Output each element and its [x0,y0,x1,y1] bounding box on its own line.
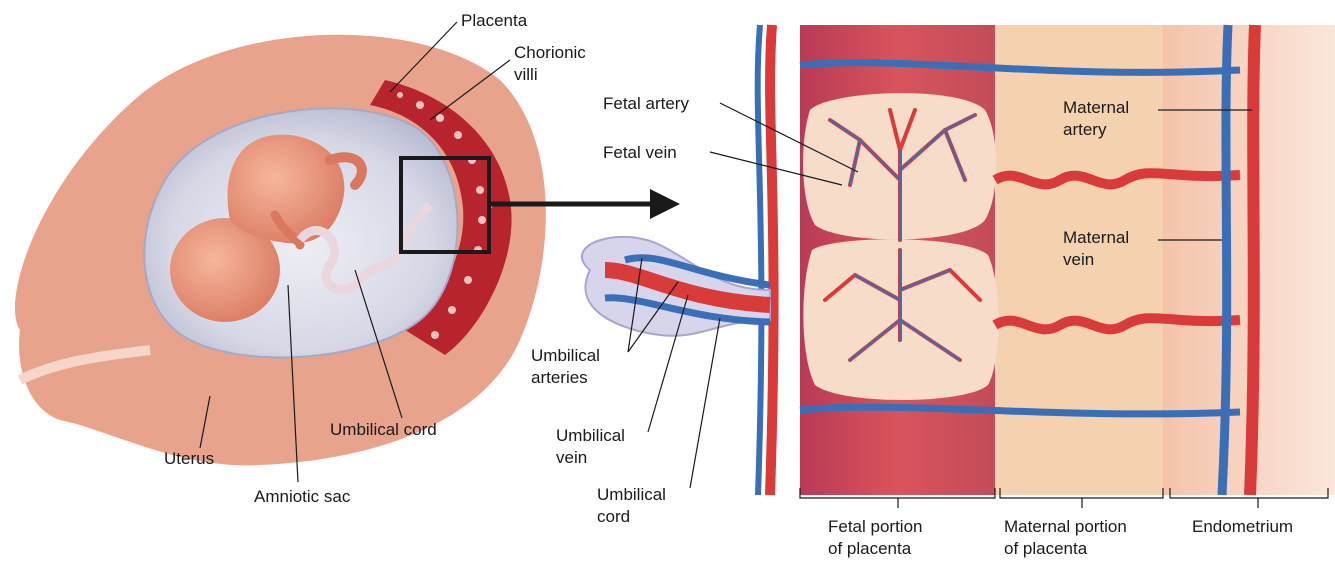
label-endometrium: Endometrium [1192,517,1293,536]
maternal-vein-vessel [1222,25,1228,495]
label-umbilical-arteries-line1: Umbilical [531,346,600,365]
chorionic-artery [770,25,774,495]
placenta-cross-section [582,25,1335,495]
label-maternal-artery-line2: artery [1063,120,1107,139]
label-umbilical-arteries-line2: arteries [531,368,588,387]
label-maternal-portion-line1: Maternal portion [1004,517,1127,536]
label-umbilical-vein-line2: vein [556,448,587,467]
label-chorionic-villi-line1: Chorionic [514,43,586,62]
label-fetal-vein: Fetal vein [603,143,677,162]
label-fetal-portion-line1: Fetal portion [828,517,923,536]
label-chorionic-villi-line2: villi [514,65,538,84]
maternal-artery-vessel [1250,25,1255,495]
label-maternal-portion-line2: of placenta [1004,539,1088,558]
label-placenta: Placenta [461,11,528,30]
label-maternal-vein-line2: vein [1063,250,1094,269]
label-umbilical-vein-line1: Umbilical [556,426,625,445]
uterus-illustration [15,35,546,466]
label-umbilical-cord-right-line1: Umbilical [597,485,666,504]
label-fetal-portion-line2: of placenta [828,539,912,558]
chorionic-vein [758,25,762,495]
label-amniotic-sac: Amniotic sac [254,487,351,506]
label-umbilical-cord-right-line2: cord [597,507,630,526]
label-fetal-artery: Fetal artery [603,94,689,113]
label-maternal-artery-line1: Maternal [1063,98,1129,117]
label-umbilical-cord-left: Umbilical cord [330,420,437,439]
label-maternal-vein-line1: Maternal [1063,228,1129,247]
label-uterus: Uterus [164,449,214,468]
